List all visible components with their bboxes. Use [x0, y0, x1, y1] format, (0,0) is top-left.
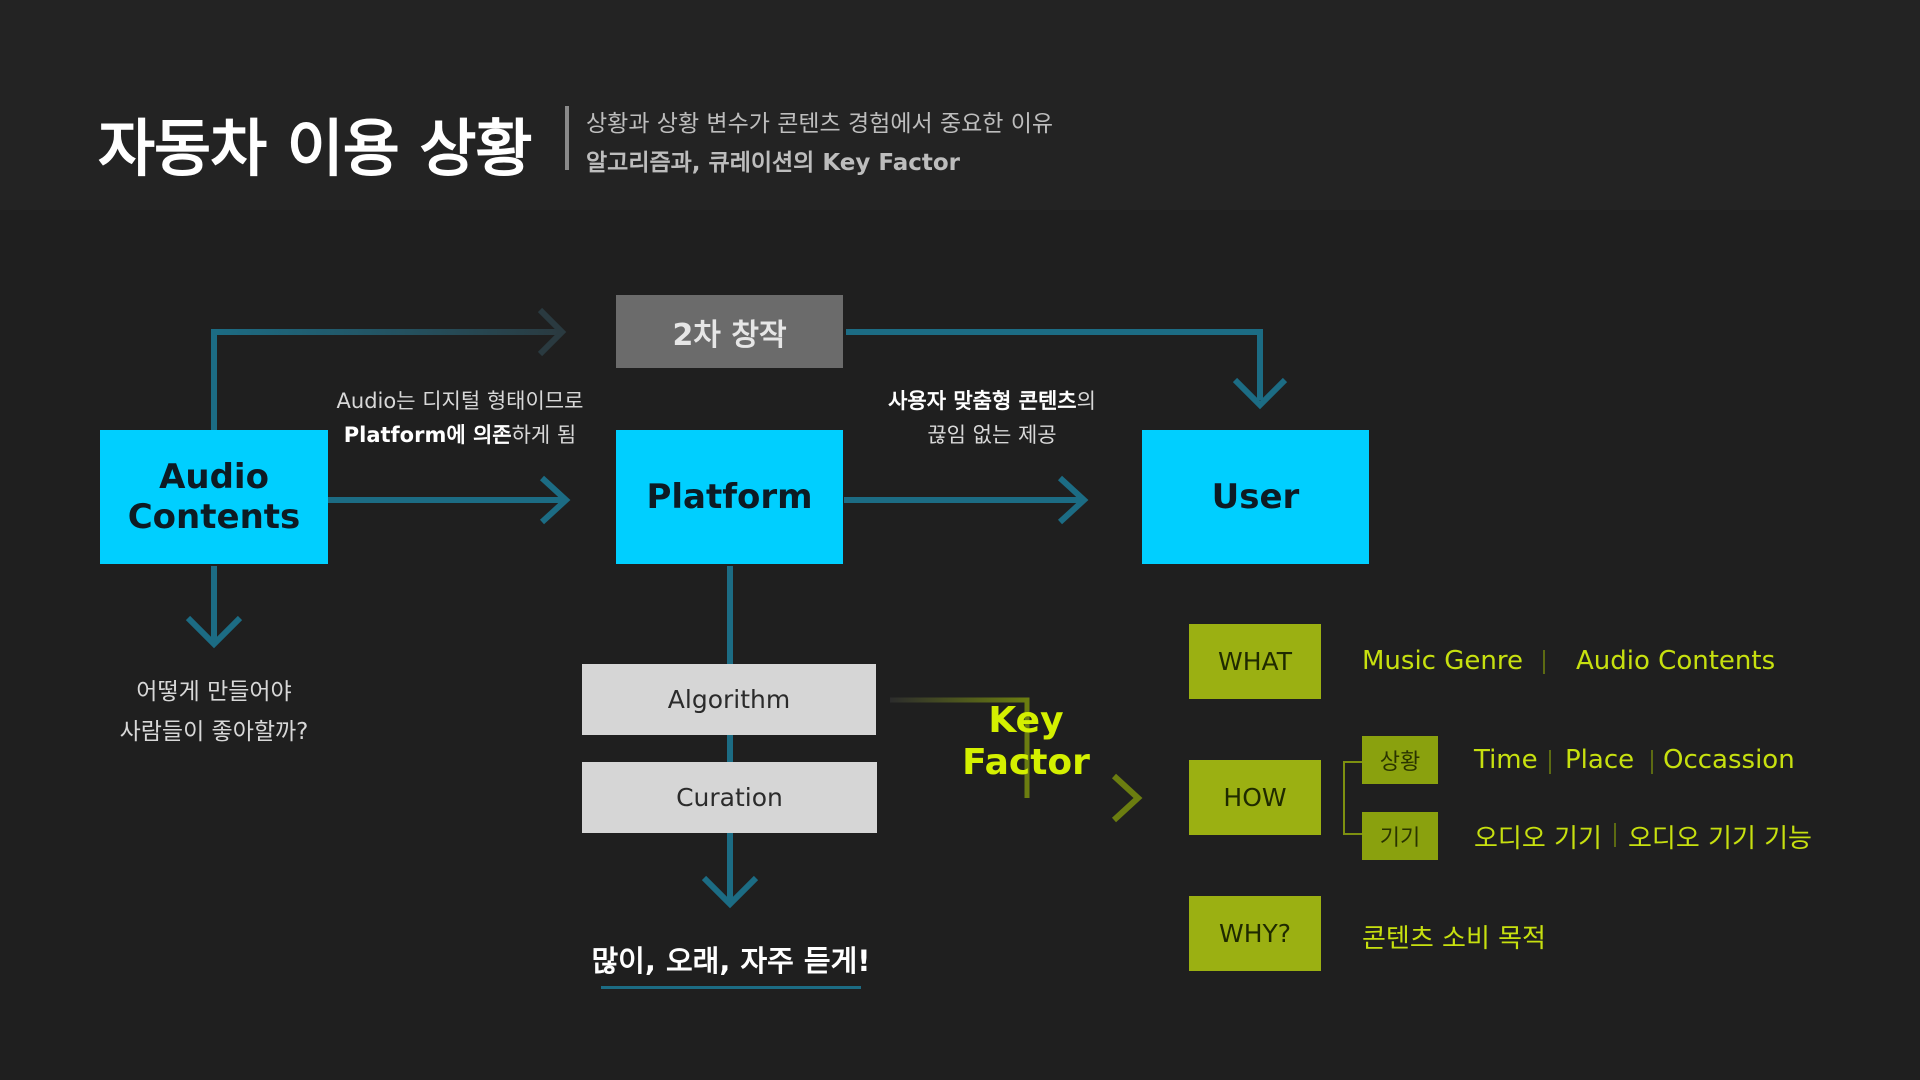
goal-underline — [601, 986, 861, 989]
secondary-creation-box: 2차 창작 — [616, 295, 843, 368]
question-note: 어떻게 만들어야 사람들이 좋아할까? — [94, 672, 334, 752]
why-item-purpose: 콘텐츠 소비 목적 — [1362, 924, 1546, 954]
arrow-audio-to-creation-head — [537, 307, 567, 357]
user-label: User — [1211, 476, 1300, 517]
platform-box: Platform — [616, 430, 843, 564]
audio-contents-box: Audio Contents — [100, 430, 328, 564]
arrow-audio-down-head — [185, 615, 243, 649]
algorithm-label: Algorithm — [667, 685, 791, 714]
what-item-music-genre: Music Genre — [1362, 646, 1523, 676]
situation-item-place: Place — [1565, 745, 1635, 775]
situation-item-occassion: Occassion — [1663, 745, 1795, 775]
what-item-audio-contents: Audio Contents — [1576, 646, 1776, 676]
custom-note-bold: 사용자 맞춤형 콘텐츠 — [888, 389, 1077, 413]
key-factor-line-1: Key — [988, 700, 1064, 741]
question-line-1: 어떻게 만들어야 — [136, 679, 292, 705]
situation-separator-2 — [1651, 750, 1653, 774]
custom-note-line-1: 사용자 맞춤형 콘텐츠의 — [862, 384, 1122, 418]
situation-separator-1 — [1549, 750, 1551, 774]
digital-note: Audio는 디지털 형태이므로 Platform에 의존하게 됨 — [330, 384, 590, 452]
arrow-creation-to-user-head — [1232, 377, 1288, 410]
arrow-creation-to-user — [846, 329, 1263, 400]
device-box: 기기 — [1362, 812, 1438, 860]
subtitle-line-1: 상황과 상황 변수가 콘텐츠 경험에서 중요한 이유 — [586, 111, 1054, 137]
situation-label: 상황 — [1379, 750, 1421, 775]
question-line-2: 사람들이 좋아할까? — [119, 719, 309, 745]
header-band — [0, 0, 1920, 210]
audio-contents-label: Audio Contents — [127, 456, 301, 537]
arrow-platform-to-user-head — [1057, 475, 1089, 525]
arrow-curation-to-how-head — [1111, 773, 1143, 823]
digital-note-rest: 하게 됨 — [511, 423, 577, 447]
arrow-audio-to-platform-head — [539, 475, 571, 525]
device-separator — [1614, 823, 1616, 847]
subtitle-line-2: 알고리즘과, 큐레이션의 Key Factor — [586, 150, 961, 176]
key-factor-line-2: Factor — [962, 742, 1090, 783]
algorithm-box: Algorithm — [582, 664, 876, 735]
why-box: WHY? — [1189, 896, 1321, 971]
arrow-platform-down-head — [701, 875, 759, 909]
why-label: WHY? — [1218, 919, 1292, 948]
curation-label: Curation — [676, 783, 783, 812]
how-box: HOW — [1189, 760, 1321, 835]
page-title: 자동차 이용 상황 — [98, 112, 532, 185]
secondary-creation-label: 2차 창작 — [672, 317, 787, 353]
custom-note-rest: 의 — [1076, 389, 1096, 413]
title-divider — [565, 106, 569, 170]
what-separator — [1543, 650, 1545, 674]
digital-note-line-1: Audio는 디지털 형태이므로 — [336, 389, 584, 413]
arrow-algorithm-join — [890, 697, 1030, 798]
custom-note-line-2: 끊임 없는 제공 — [927, 423, 1057, 447]
situation-item-time: Time — [1474, 745, 1538, 775]
situation-box: 상황 — [1362, 736, 1438, 784]
digital-note-line-2: Platform에 의존하게 됨 — [330, 418, 590, 452]
curation-box: Curation — [582, 762, 877, 833]
device-label: 기기 — [1379, 826, 1421, 851]
arrow-audio-to-creation — [211, 329, 562, 430]
device-item-audio-device: 오디오 기기 — [1474, 824, 1602, 854]
user-box: User — [1142, 430, 1369, 564]
custom-content-note: 사용자 맞춤형 콘텐츠의 끊임 없는 제공 — [862, 384, 1122, 452]
key-factor-label: Key Factor — [955, 700, 1097, 784]
what-label: WHAT — [1218, 647, 1292, 676]
platform-label: Platform — [646, 476, 813, 517]
what-box: WHAT — [1189, 624, 1321, 699]
goal-text: 많이, 오래, 자주 듣게! — [591, 944, 871, 978]
digital-note-bold: Platform에 의존 — [343, 423, 512, 447]
device-item-audio-device-feature: 오디오 기기 기능 — [1628, 824, 1812, 854]
how-label: HOW — [1223, 783, 1287, 812]
how-bracket — [1343, 761, 1362, 835]
